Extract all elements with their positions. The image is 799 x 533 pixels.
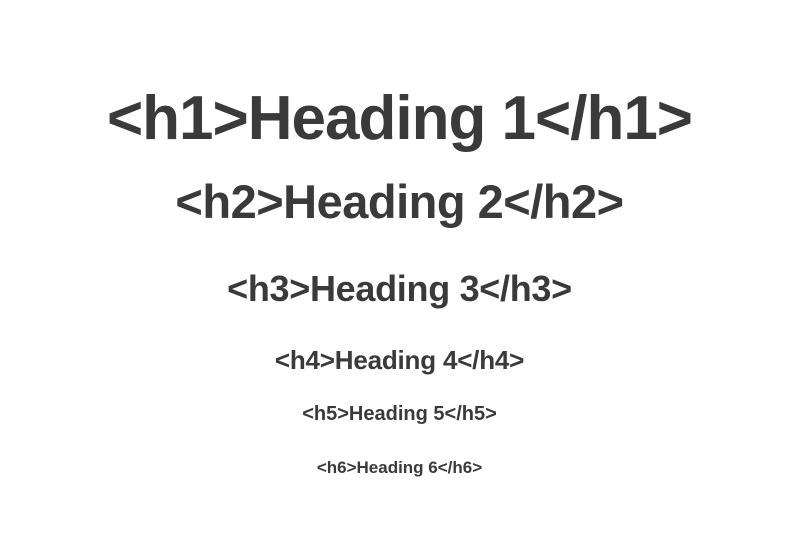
heading-3: <h3>Heading 3</h3>	[227, 268, 572, 309]
heading-2: <h2>Heading 2</h2>	[175, 175, 624, 228]
heading-6: <h6>Heading 6</h6>	[316, 458, 483, 477]
heading-5: <h5>Heading 5</h5>	[302, 403, 497, 425]
heading-1: <h1>Heading 1</h1>	[106, 84, 693, 153]
heading-4: <h4>Heading 4</h4>	[274, 345, 525, 375]
